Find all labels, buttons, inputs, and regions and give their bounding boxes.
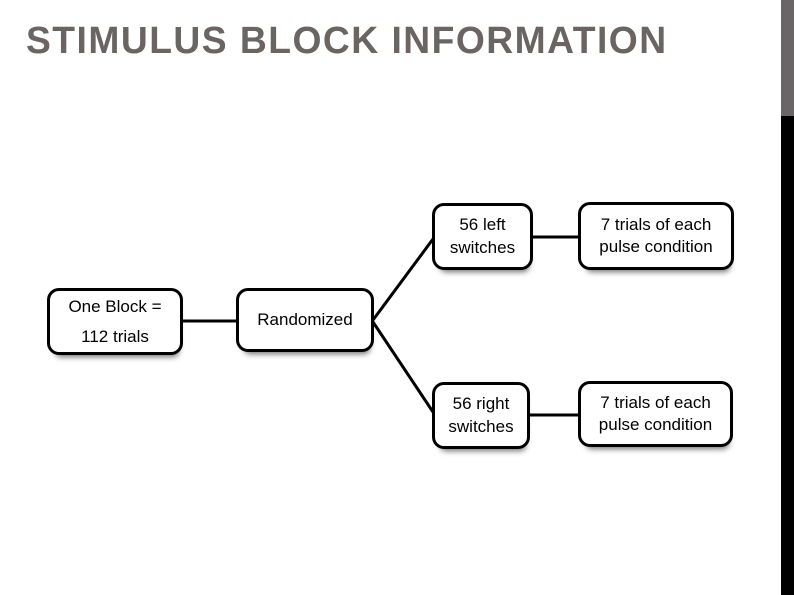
edge-bar-black-segment — [781, 116, 794, 595]
node-randomized: Randomized — [236, 288, 374, 352]
node-text: 112 trials — [81, 326, 149, 346]
node-text: switches — [449, 237, 516, 257]
node-text: 7 trials of each — [600, 214, 712, 234]
node-text: One Block = — [68, 296, 162, 316]
node-text: 7 trials of each — [600, 392, 711, 412]
slide-title: STIMULUS BLOCK INFORMATION — [26, 20, 668, 62]
node-pulse-condition-top: 7 trials of each pulse condition — [578, 202, 734, 270]
node-right-switches: 56 right switches — [432, 382, 530, 449]
node-text: Randomized — [257, 309, 353, 329]
node-text: switches — [448, 416, 514, 436]
connector-randomized-to-right-switches — [371, 321, 435, 413]
node-text: pulse condition — [598, 415, 713, 434]
node-pulse-condition-bottom: 7 trials of each pulse condition — [578, 381, 733, 447]
node-text: pulse condition — [599, 237, 713, 256]
edge-bar-gray-segment — [781, 0, 794, 116]
node-one-block: One Block = 112 trials — [47, 288, 183, 355]
node-text: 56 right — [452, 394, 510, 414]
node-left-switches: 56 left switches — [432, 203, 533, 270]
node-text: 56 left — [459, 215, 506, 235]
connector-randomized-to-left-switches — [371, 238, 435, 321]
